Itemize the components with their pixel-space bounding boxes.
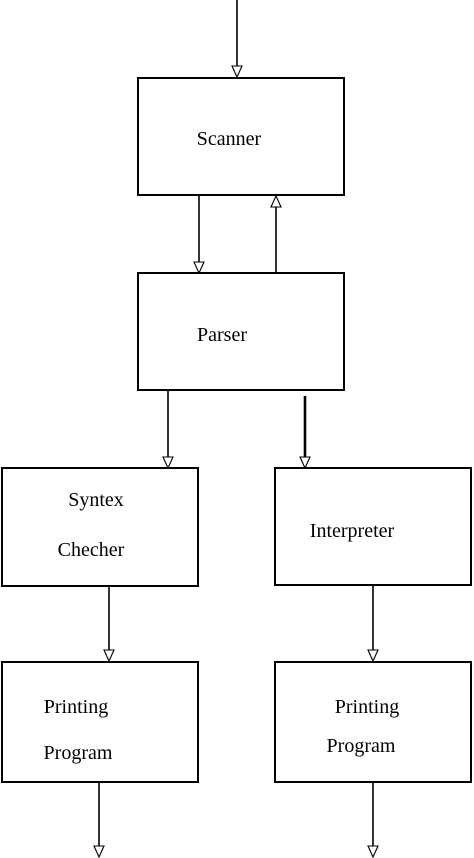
node-printing-program-left: Printing Program (1, 661, 199, 783)
node-interpreter: Interpreter (274, 467, 472, 586)
edge-printing-right-output (367, 782, 379, 858)
node-label-line-2: Program (44, 742, 113, 764)
arrowhead-down-icon (367, 845, 379, 858)
node-label: Parser (197, 324, 247, 346)
arrowhead-down-icon (299, 456, 311, 470)
arrowhead-down-icon (231, 65, 243, 79)
node-printing-program-right: Printing Program (274, 661, 472, 783)
arrowhead-down-icon (367, 649, 379, 663)
edges (93, 0, 379, 858)
arrowhead-up-icon (270, 194, 282, 208)
edge-parser-to-scanner (270, 194, 282, 272)
edge-syntax-checker-to-printing (103, 586, 115, 663)
edge-printing-left-output (93, 782, 105, 858)
edge-scanner-to-parser (193, 195, 205, 275)
edge-interpreter-to-printing (367, 585, 379, 663)
node-label-line-1: Printing (335, 696, 399, 718)
node-label-line-1: Syntex (68, 489, 124, 511)
edge-parser-to-syntax-checker (162, 390, 174, 470)
node-label: Scanner (197, 128, 262, 150)
node-label: Interpreter (310, 520, 395, 542)
node-label-line-2: Program (327, 735, 396, 757)
arrowhead-down-icon (162, 456, 174, 470)
node-parser: Parser (137, 272, 345, 391)
edge-input-to-scanner (231, 0, 243, 79)
node-label-line-1: Printing (44, 696, 108, 718)
arrowhead-down-icon (103, 649, 115, 663)
arrowhead-down-icon (93, 845, 105, 858)
node-syntax-checker: Syntex Checher (1, 467, 199, 587)
node-label-line-2: Checher (58, 539, 125, 561)
arrowhead-down-icon (193, 261, 205, 275)
edge-parser-to-interpreter (299, 396, 311, 470)
node-scanner: Scanner (137, 77, 345, 196)
